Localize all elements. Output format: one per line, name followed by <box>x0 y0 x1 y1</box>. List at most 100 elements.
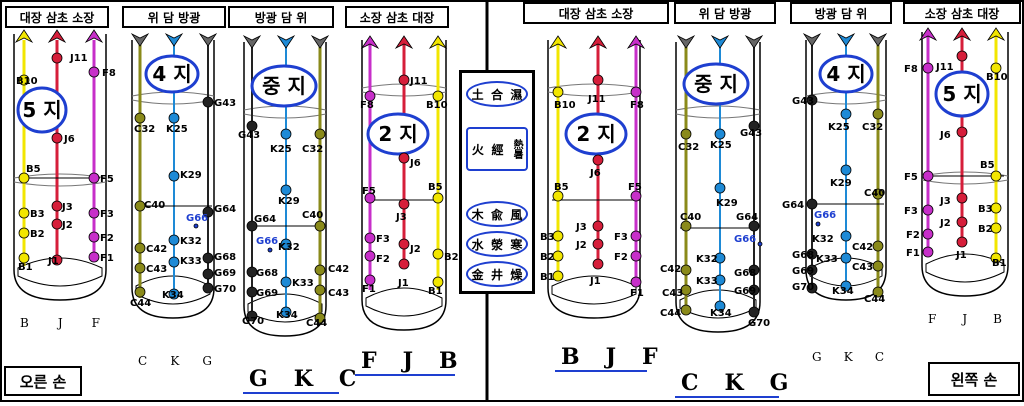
label-l4-j2: J2 <box>939 218 951 229</box>
point-r4-f3 <box>364 232 376 244</box>
point-l3-c32 <box>872 108 884 120</box>
point-r2-g64 <box>202 206 214 218</box>
finger-label-l2 <box>682 62 750 106</box>
point-l2-g64 <box>748 220 760 232</box>
arrow-b-r4 <box>428 35 448 50</box>
palm-curve <box>809 257 883 287</box>
label-r1-b5: B5 <box>26 164 41 175</box>
label-l3-k33: K33 <box>816 254 838 265</box>
point-l2-g43 <box>748 120 760 132</box>
arrow-f-l1 <box>626 35 646 50</box>
label-l1-b10: B10 <box>554 100 576 111</box>
point-r4-j1 <box>398 258 410 270</box>
label-r2-g66: G66 <box>186 213 208 224</box>
label-r4-b1: B1 <box>428 286 443 297</box>
legend-l4-b: J <box>962 312 968 326</box>
element-legend-row: 土合濕 <box>466 81 528 107</box>
point-r2-c32 <box>134 112 146 124</box>
point-l4-j11 <box>956 50 968 62</box>
point-l3-k29 <box>840 164 852 176</box>
point-r1-top <box>51 52 63 64</box>
label-r1-top_right: F8 <box>102 68 116 79</box>
label-r2-c32: C32 <box>134 124 155 135</box>
arrow-k-r3 <box>276 34 296 49</box>
label-l4-b5: B5 <box>980 160 995 171</box>
finger-outline <box>13 34 107 301</box>
point-l4-j2 <box>956 216 968 228</box>
point-r4-j11 <box>398 74 410 86</box>
arrow-j-l4 <box>952 27 972 42</box>
label-r3-k34: K34 <box>276 310 298 321</box>
point-l4-b10 <box>990 62 1002 74</box>
point-r2-g69 <box>202 268 214 280</box>
arrow-f-r1 <box>84 29 104 44</box>
finger-r4 <box>361 40 447 331</box>
finger-label-r2 <box>144 54 200 94</box>
label-r1-top: J11 <box>69 53 88 64</box>
label-l2-g68: G68 <box>734 268 756 279</box>
point-l1-b2 <box>552 250 564 262</box>
point-l1-f8 <box>630 86 642 98</box>
element-legend-cell: 土 <box>471 87 484 102</box>
legend-r1-b: J <box>57 316 63 330</box>
arrow-c-r2 <box>130 32 150 47</box>
finger-outline <box>131 40 215 319</box>
legend-r3-c: C <box>338 366 371 392</box>
legend-l3-b: K <box>843 350 853 364</box>
label-r3-k32: K32 <box>278 242 300 253</box>
header-l3: 방광 담 위 <box>790 2 892 24</box>
point-l3-g66 <box>815 221 821 227</box>
label-r1-j1: J1 <box>47 256 59 267</box>
point-r3-k33 <box>280 276 292 288</box>
legend-l4: F J B <box>928 312 1002 326</box>
label-r2-k32: K32 <box>180 236 202 247</box>
label-r1-b2: B2 <box>30 229 45 240</box>
label-l1-j2: J2 <box>575 240 587 251</box>
point-l4-b1 <box>990 252 1002 264</box>
point-r2-k33 <box>168 256 180 268</box>
finger-l4 <box>921 32 1009 297</box>
point-l3-g43 <box>806 94 818 106</box>
point-l1-b5 <box>552 190 564 202</box>
finger-label-r1 <box>16 86 68 134</box>
arrow-b-r1 <box>14 29 34 44</box>
label-l2-k34: K34 <box>710 308 732 319</box>
finger-r1 <box>13 34 107 301</box>
point-r4-f2 <box>364 250 376 262</box>
legend-l2-c: G <box>769 370 803 396</box>
label-l2-c32: C32 <box>678 142 699 153</box>
point-l4-b5 <box>990 170 1002 182</box>
point-r2-k25 <box>168 112 180 124</box>
element-legend-row: 金井燥 <box>466 261 528 287</box>
point-r4-f1 <box>364 274 376 286</box>
label-r3-k33: K33 <box>292 278 314 289</box>
label-r2-c44: C44 <box>130 298 151 309</box>
label-r2-g43: G43 <box>214 98 236 109</box>
label-l3-c32: C32 <box>862 122 883 133</box>
label-l4-b10: B10 <box>986 72 1008 83</box>
point-l1-b10 <box>552 86 564 98</box>
point-r3-k29 <box>280 184 292 196</box>
point-r4-j2 <box>398 238 410 250</box>
point-r3-c32 <box>314 128 326 140</box>
label-l4-b2: B2 <box>978 224 993 235</box>
point-r2-c42 <box>134 242 146 254</box>
element-legend-cell: 熱暑 <box>511 139 523 159</box>
label-r1-b3: B3 <box>30 209 45 220</box>
point-r4-b5 <box>432 192 444 204</box>
legend-l2-a: C <box>681 370 713 396</box>
label-l2-k33: K33 <box>696 276 718 287</box>
finger-label-r4 <box>366 112 430 156</box>
point-r1-b5 <box>18 172 30 184</box>
legend-r1: B J F <box>20 316 100 330</box>
element-legend-cell: 木 <box>471 207 484 222</box>
header-l1: 대장 삼초 소장 <box>523 2 669 24</box>
label-l1-f8: F8 <box>630 100 644 111</box>
point-r1-b3 <box>18 207 30 219</box>
header-r1: 대장 삼초 소장 <box>5 6 109 28</box>
label-r2-k34: K34 <box>162 290 184 301</box>
legend-r2: C K G <box>138 354 212 368</box>
label-r3-c42: C42 <box>328 264 349 275</box>
